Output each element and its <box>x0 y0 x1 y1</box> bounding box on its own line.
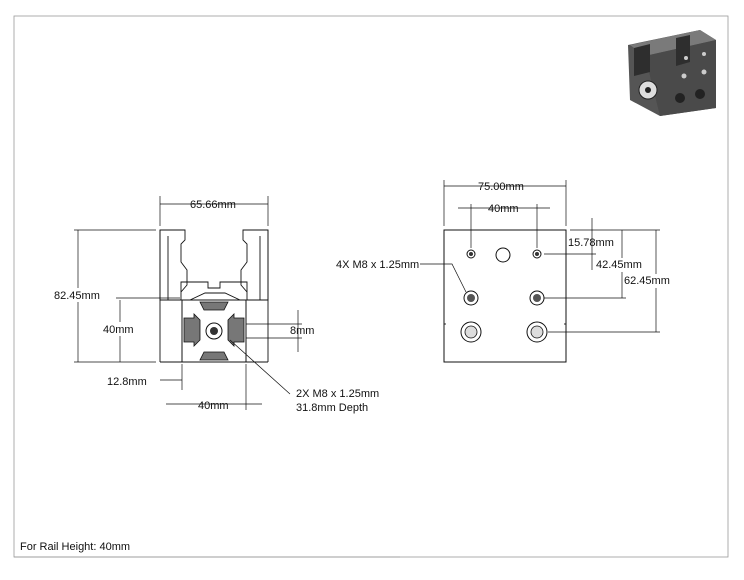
rail-height-note: For Rail Height: 40mm <box>20 541 130 553</box>
callout-depth: 31.8mm Depth <box>296 402 368 414</box>
left-upright <box>159 229 188 301</box>
dim-width: 65.66mm <box>190 199 236 211</box>
dim-slot: 8mm <box>290 325 314 337</box>
dim-profile-height: 40mm <box>103 324 134 336</box>
dim-profile-width: 40mm <box>198 400 229 412</box>
isometric-render-icon <box>628 30 716 116</box>
side-view: 75.00mm 40mm 15.78mm 42.45mm 62.45mm 4X … <box>336 180 670 363</box>
dim-side-width: 75.00mm <box>478 181 524 193</box>
dim-top: 15.78mm <box>568 237 614 249</box>
side-plate <box>443 229 567 363</box>
dim-hole-spacing: 40mm <box>488 203 519 215</box>
dim-mid: 42.45mm <box>596 259 642 271</box>
front-view: 65.66mm 82.45mm 40mm 8mm 12.8mm 40mm 2X … <box>54 196 379 414</box>
sheet-border <box>13 15 729 558</box>
callout-thread: 2X M8 x 1.25mm <box>296 388 379 400</box>
extrusion-profile <box>181 299 247 363</box>
right-upright <box>240 229 269 301</box>
callout-side-thread: 4X M8 x 1.25mm <box>336 259 419 271</box>
dim-offset: 12.8mm <box>107 376 147 388</box>
dim-low: 62.45mm <box>624 275 670 287</box>
dim-height: 82.45mm <box>54 290 100 302</box>
